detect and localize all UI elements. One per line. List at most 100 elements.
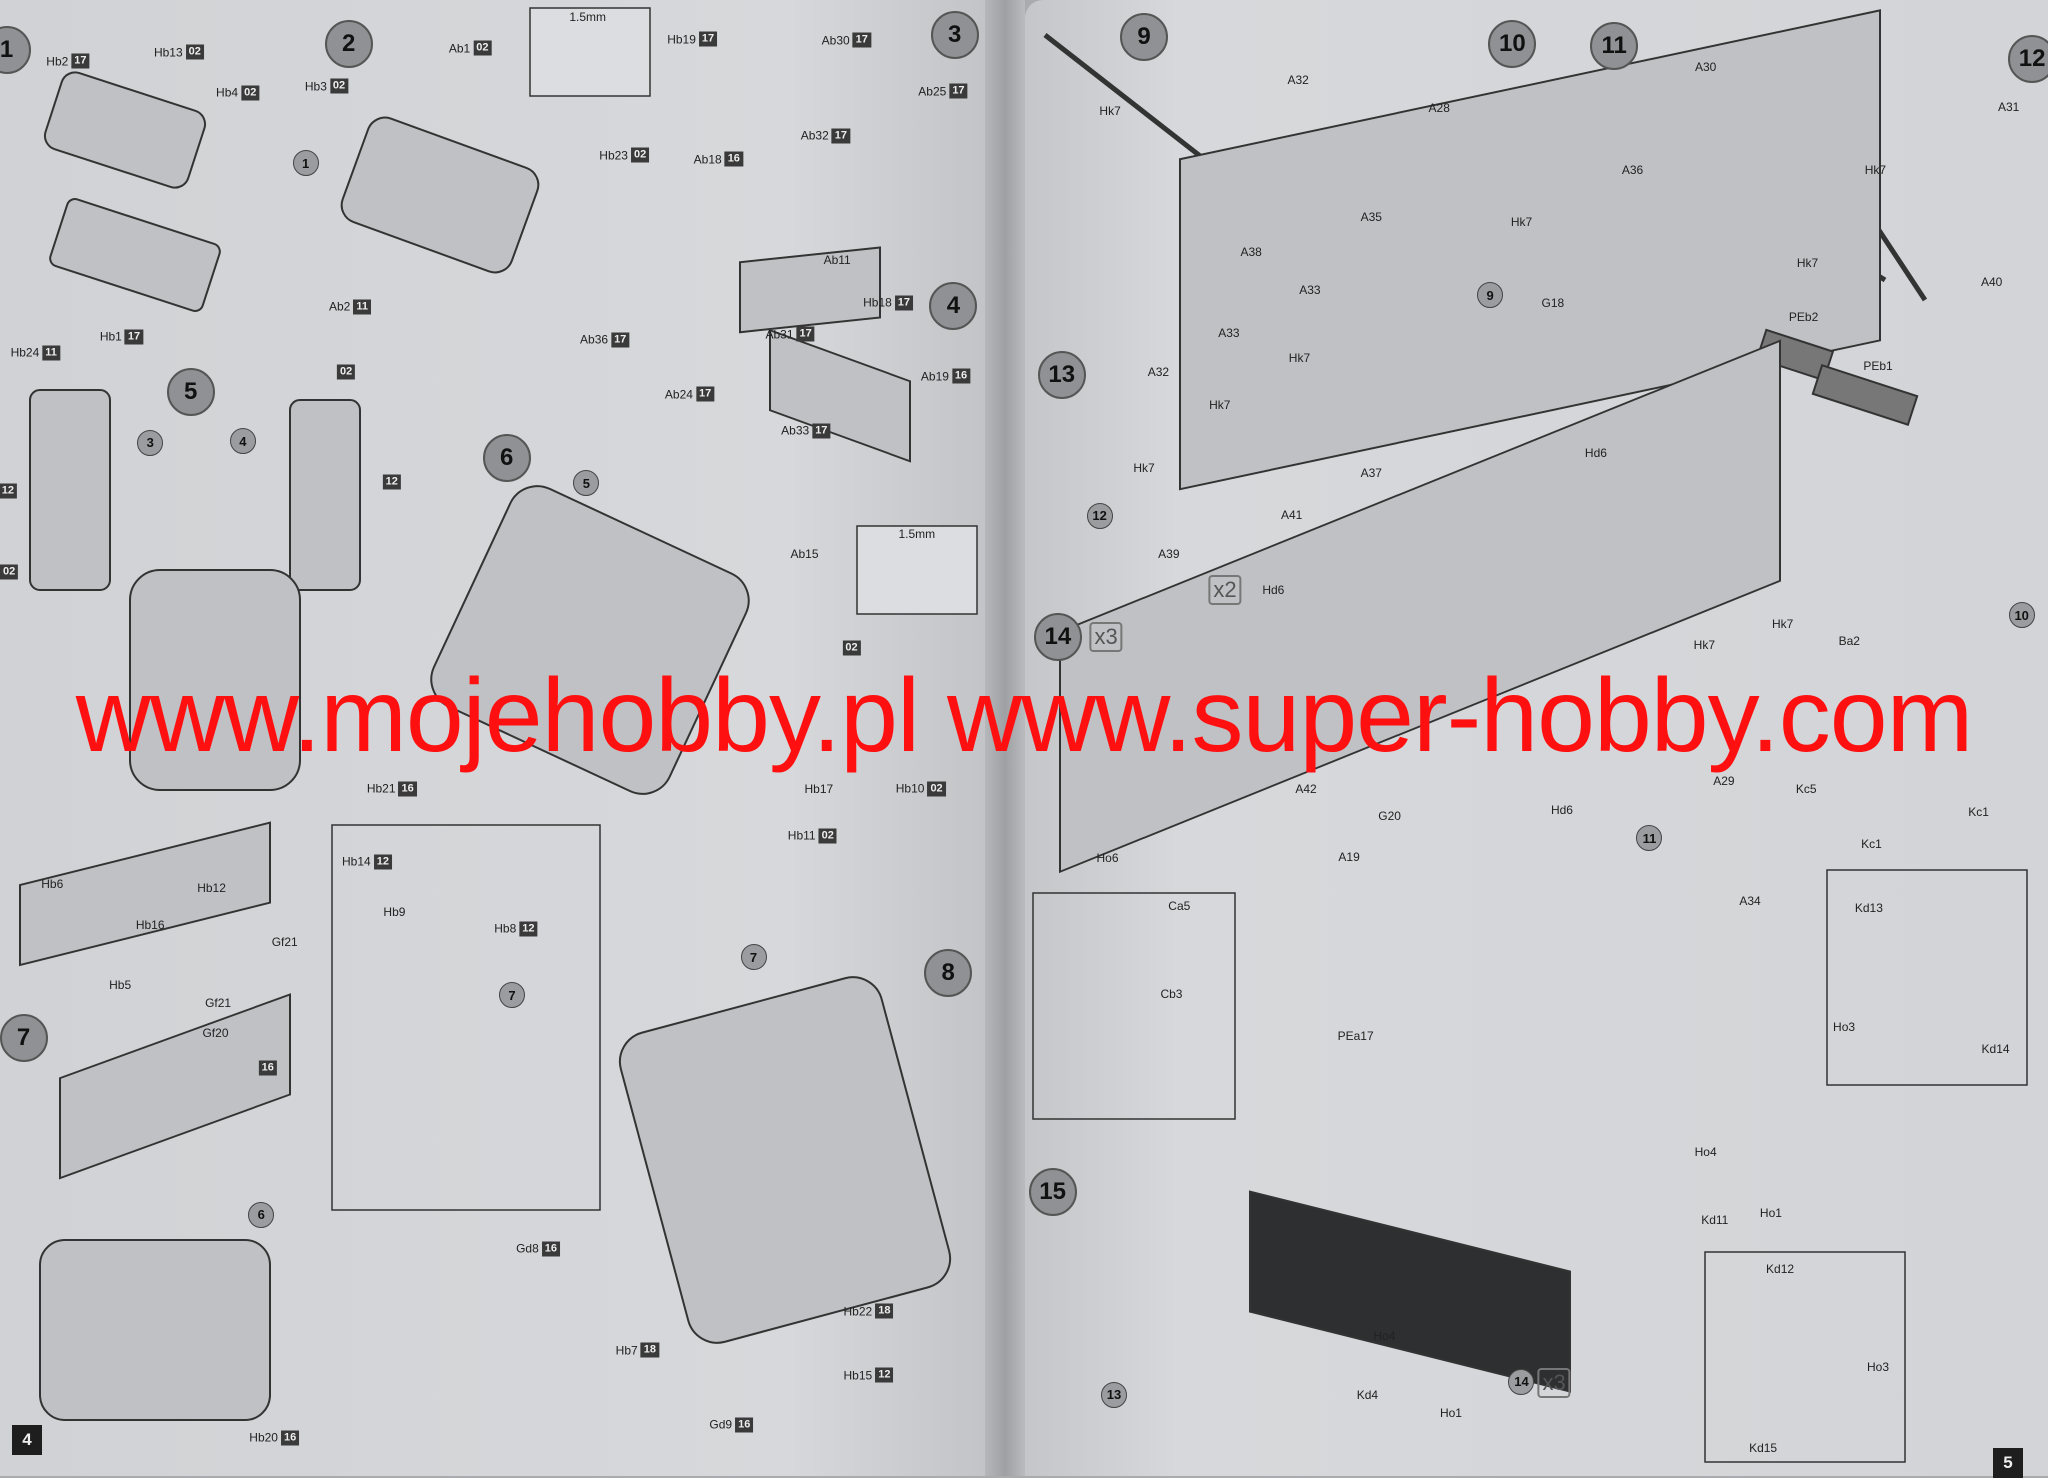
part-code: Ca5 (1168, 899, 1191, 914)
subassembly-reference: 6 (248, 1201, 275, 1228)
part-code: Cb3 (1160, 986, 1183, 1001)
step-number-2: 2 (324, 20, 373, 69)
color-code-badge: 02 (842, 640, 861, 656)
part-label: Hb17 (805, 782, 834, 796)
part-label: 12 (0, 483, 17, 499)
part-code: Hb24 (10, 345, 40, 360)
part-label: PEb1 (1863, 359, 1892, 373)
step-number-15: 15 (1028, 1168, 1077, 1217)
color-code-badge: 18 (875, 1303, 894, 1319)
part-code: Hk7 (1796, 255, 1819, 270)
color-code-badge: 02 (0, 564, 19, 580)
subassembly-reference: 3 (137, 429, 164, 456)
part-code: Kd4 (1356, 1387, 1379, 1402)
engine-block-step2 (340, 116, 540, 274)
part-code: Ab19 (920, 369, 949, 384)
part-code: Ab32 (800, 128, 829, 143)
part-code: Kc1 (1861, 836, 1882, 851)
part-code: A28 (1428, 101, 1450, 116)
part-label: Kd12 (1766, 1262, 1794, 1276)
part-code: Kd15 (1749, 1441, 1778, 1456)
part-label: A39 (1158, 547, 1179, 561)
hull-floor-step15 (1059, 339, 1781, 874)
intake-manifold-step4 (739, 246, 881, 334)
part-label: PEb2 (1789, 310, 1818, 324)
part-label: Ho3 (1867, 1360, 1889, 1374)
part-code: Hb1 (99, 329, 122, 344)
part-code: Hb12 (197, 881, 226, 896)
part-code: Hb16 (135, 917, 165, 932)
part-code: A29 (1713, 773, 1735, 788)
color-code-badge: 02 (336, 364, 356, 380)
color-code-badge: 16 (398, 781, 417, 797)
part-label: Kd11 (1701, 1213, 1728, 1227)
part-code: A39 (1158, 546, 1180, 561)
part-label: Ho1 (1760, 1206, 1782, 1220)
detail-inset-kd12 (1704, 1251, 1906, 1463)
step-number-10: 10 (1488, 20, 1537, 69)
engine-bearer-step7 (59, 993, 291, 1180)
page-number-left: 4 (12, 1425, 42, 1455)
cylinder-bank-right (289, 399, 361, 591)
cylinder-bank-left (29, 389, 111, 591)
color-code-badge: 12 (875, 1367, 894, 1383)
color-code-badge: 11 (353, 299, 371, 315)
color-code-badge: 17 (831, 128, 851, 144)
part-code: Hb8 (494, 921, 517, 936)
part-label: Ho6 (1096, 851, 1118, 865)
part-label: Hd6 (1262, 583, 1284, 597)
part-code: Ab1 (448, 41, 471, 56)
part-code: Hb15 (843, 1368, 873, 1383)
color-code-badge: 18 (640, 1342, 659, 1358)
part-label: Hb9 (383, 905, 405, 919)
part-code: Hk7 (1693, 638, 1715, 653)
part-label: Hk7 (1772, 617, 1793, 631)
part-code: Gf21 (271, 934, 298, 949)
part-code: Ho1 (1439, 1406, 1462, 1421)
part-label: Kd15 (1749, 1441, 1777, 1455)
part-code: Hk7 (1209, 397, 1231, 412)
subassembly-reference: 1 (292, 150, 319, 177)
part-code: Hb9 (383, 904, 406, 919)
subassembly-reference: 9 (1477, 282, 1504, 309)
page-gutter (985, 0, 1025, 1476)
crankcase-upper-part (43, 71, 207, 189)
part-code: PEb2 (1788, 310, 1819, 325)
subassembly-reference: 5 (573, 470, 600, 497)
part-label: 1.5mm (898, 527, 935, 541)
part-label: A35 (1361, 210, 1382, 224)
part-label: A30 (1695, 60, 1716, 74)
subassembly-reference: 12 (1086, 502, 1113, 529)
part-label: A31 (1998, 100, 2019, 114)
part-code: Ho4 (1694, 1144, 1717, 1159)
color-code-badge: 02 (473, 40, 492, 56)
part-label: Hb5 (109, 978, 131, 992)
part-label: Kc5 (1796, 782, 1817, 796)
part-label: Ca5 (1168, 899, 1190, 913)
part-code: A40 (1980, 275, 2003, 290)
part-code: Hd6 (1262, 583, 1285, 598)
color-code-badge: 17 (852, 32, 871, 48)
part-label: A33 (1299, 283, 1320, 297)
part-code: Hb4 (216, 85, 239, 100)
part-code: Ab15 (790, 546, 819, 561)
part-code: Ab2 (329, 299, 351, 314)
step-number-5: 5 (166, 367, 215, 416)
part-label: Kd13 (1855, 901, 1883, 915)
color-code-badge: 02 (630, 147, 650, 163)
part-code: A37 (1360, 465, 1382, 480)
step-number-7: 7 (0, 1014, 48, 1063)
part-code: Hk7 (1772, 617, 1794, 632)
part-label: 12 (382, 474, 401, 490)
